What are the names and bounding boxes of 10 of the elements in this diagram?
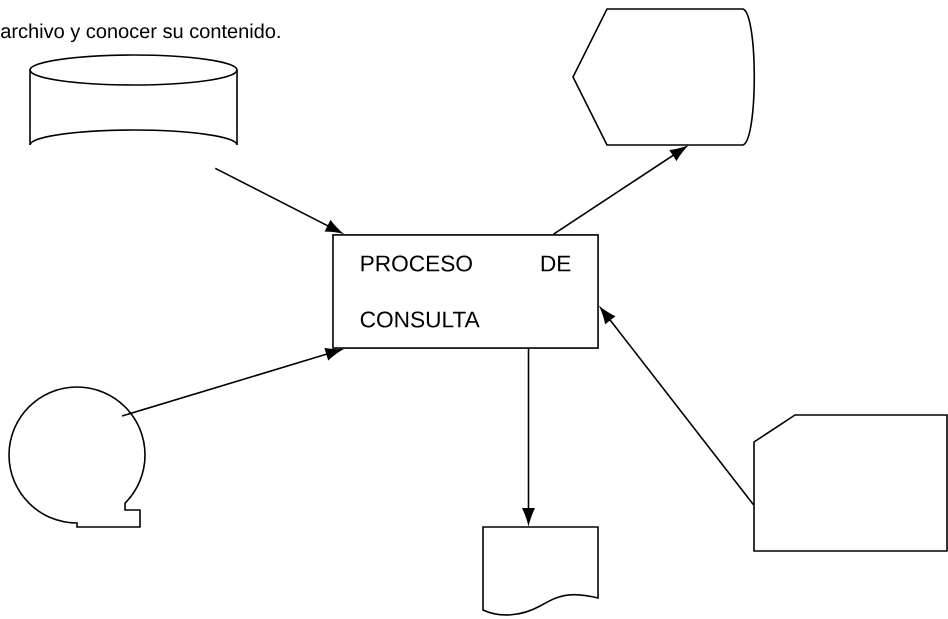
arrow — [122, 348, 342, 417]
card-shape — [753, 414, 948, 552]
display-shape — [572, 8, 756, 146]
document-shape — [482, 526, 599, 616]
disk-cylinder — [29, 54, 238, 146]
arrow — [553, 146, 686, 235]
arrow — [522, 348, 535, 524]
process-box: PROCESO DE CONSULTA — [332, 234, 599, 349]
arrow — [600, 307, 754, 506]
arrow — [214, 168, 342, 234]
